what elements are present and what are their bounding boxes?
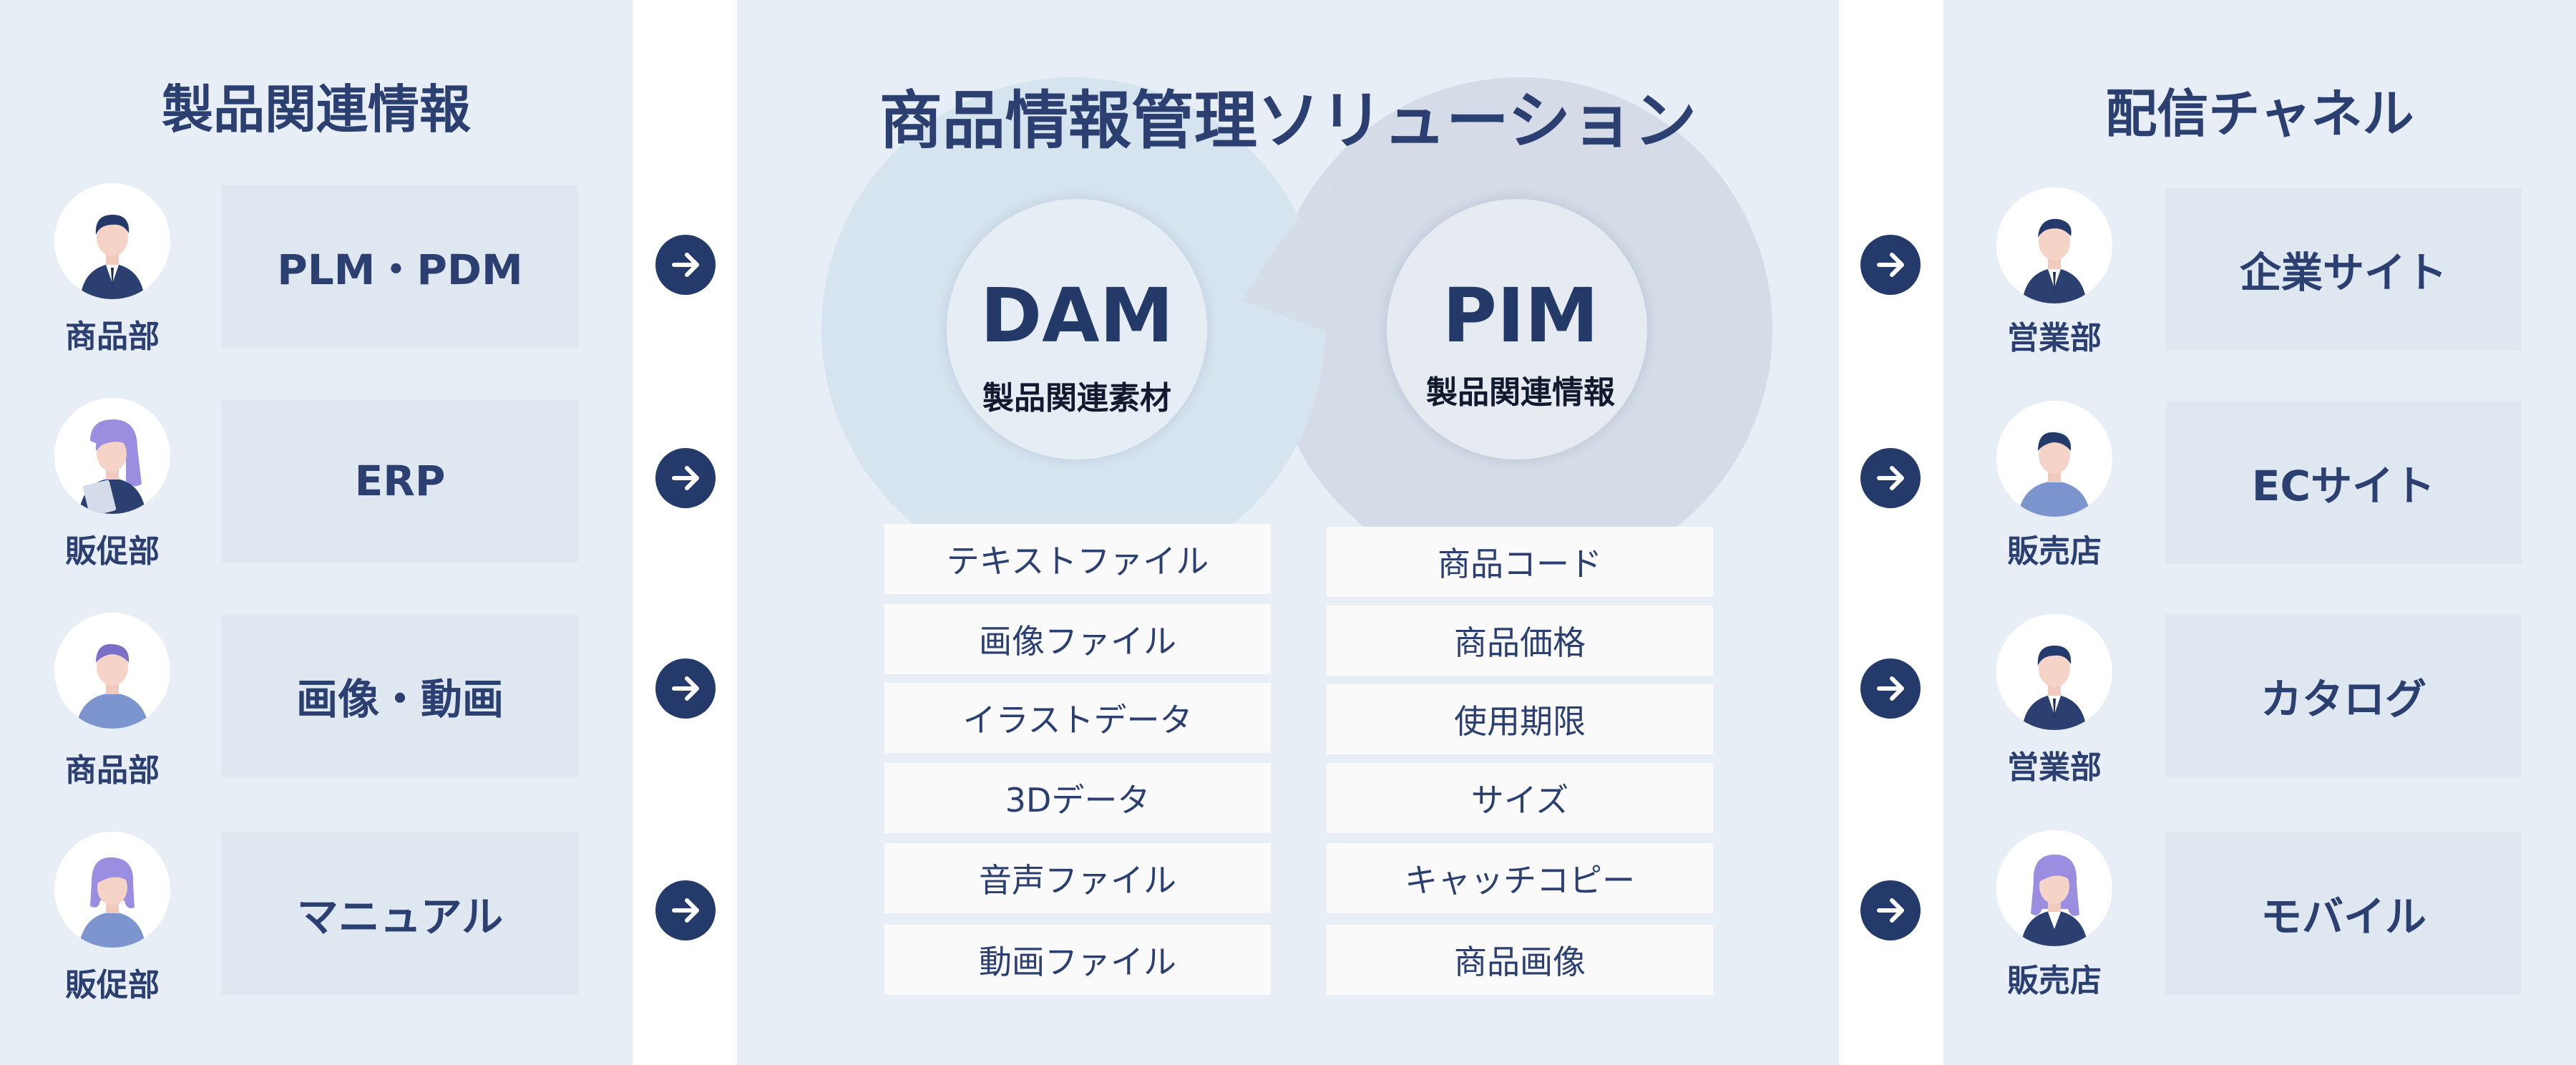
- list-item: 商品価格: [1327, 606, 1713, 676]
- sources-title: 製品関連情報: [161, 79, 471, 140]
- source-role-label: 商品部: [65, 752, 160, 789]
- source-role-label: 販促部: [65, 967, 160, 1003]
- woman-clipboard-avatar: [54, 398, 170, 514]
- source-system-box: マニュアル: [222, 832, 578, 995]
- pim-sublabel: 製品関連情報: [1426, 374, 1615, 411]
- arrow-right-circle-icon: [1860, 880, 1921, 940]
- channel-box: モバイル: [2165, 832, 2522, 995]
- channel-role-label: 営業部: [2007, 749, 2102, 786]
- channel-box: ECサイト: [2165, 401, 2522, 564]
- list-item: 商品画像: [1327, 925, 1713, 995]
- dam-sublabel: 製品関連素材: [982, 380, 1171, 417]
- source-system-box: ERP: [222, 399, 578, 563]
- list-item: 音声ファイル: [884, 843, 1271, 913]
- source-role-label: 販促部: [65, 533, 160, 570]
- channel-role-label: 販売店: [2007, 963, 2102, 999]
- channel-box: カタログ: [2165, 614, 2522, 777]
- list-item: 使用期限: [1327, 684, 1713, 754]
- arrow-right-circle-icon: [655, 235, 716, 295]
- list-item: キャッチコピー: [1327, 843, 1713, 913]
- source-system-box: PLM・PDM: [222, 185, 578, 348]
- list-item: サイズ: [1327, 763, 1713, 833]
- list-item: 商品コード: [1327, 527, 1713, 597]
- man-suit-avatar: [1996, 188, 2112, 303]
- source-role-label: 商品部: [65, 318, 160, 355]
- woman-casual-avatar: [54, 832, 170, 948]
- arrow-right-circle-icon: [655, 448, 716, 508]
- arrow-right-circle-icon: [655, 658, 716, 719]
- source-system-box: 画像・動画: [222, 614, 578, 777]
- list-item: 画像ファイル: [884, 604, 1271, 674]
- woman-suit-avatar: [1996, 830, 2112, 946]
- arrow-right-circle-icon: [1860, 448, 1921, 508]
- man-casual-avatar: [1996, 401, 2112, 517]
- list-item: イラストデータ: [884, 683, 1271, 753]
- man-suit-avatar: [1996, 614, 2112, 730]
- list-item: 3Dデータ: [884, 763, 1271, 833]
- channels-title: 配信チャネル: [2105, 84, 2414, 144]
- man-casual-avatar: [54, 613, 170, 729]
- solution-title: 商品情報管理ソリューション: [879, 84, 1697, 157]
- arrow-right-circle-icon: [1860, 235, 1921, 295]
- arrow-right-circle-icon: [1860, 658, 1921, 719]
- arrow-right-circle-icon: [655, 880, 716, 940]
- list-item: テキストファイル: [884, 524, 1271, 594]
- list-item: 動画ファイル: [884, 925, 1271, 995]
- channel-role-label: 営業部: [2007, 320, 2102, 356]
- channel-box: 企業サイト: [2165, 188, 2522, 351]
- channel-role-label: 販売店: [2007, 533, 2102, 570]
- man-suit-avatar: [54, 183, 170, 299]
- pim-label: PIM: [1442, 272, 1599, 359]
- dam-label: DAM: [980, 272, 1174, 359]
